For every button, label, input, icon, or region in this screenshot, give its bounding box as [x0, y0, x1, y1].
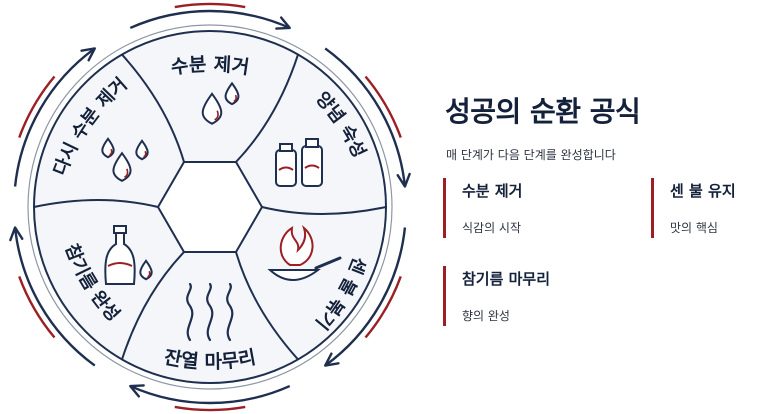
panel-subtitle: 매 단계가 다음 단계를 완성합니다 — [446, 146, 616, 163]
stage-label-0: 수분 제거 — [169, 54, 250, 79]
card-title: 참기름 마무리 — [462, 268, 643, 289]
card-title: 센 불 유지 — [670, 180, 771, 201]
accent-arc — [175, 4, 246, 7]
accent-arc — [19, 276, 54, 337]
summary-card: 수분 제거 식감의 시작 — [443, 178, 643, 238]
card-desc: 맛의 핵심 — [670, 219, 771, 236]
summary-card: 참기름 마무리 향의 완성 — [443, 266, 643, 326]
card-title: 수분 제거 — [462, 180, 643, 201]
panel-title: 성공의 순환 공식 — [445, 90, 640, 130]
accent-arc — [366, 276, 401, 337]
card-desc: 식감의 시작 — [462, 219, 643, 236]
cycle-diagram: 수분 제거 양념 숙성 센 불 볶기 잔열 마무리 참기름 완성 다시 수분 제… — [0, 0, 420, 414]
accent-arc — [19, 77, 54, 138]
summary-card: 센 불 유지 맛의 핵심 — [651, 178, 771, 238]
accent-arc — [366, 77, 401, 138]
card-desc: 향의 완성 — [462, 307, 643, 324]
accent-arc — [175, 407, 246, 410]
